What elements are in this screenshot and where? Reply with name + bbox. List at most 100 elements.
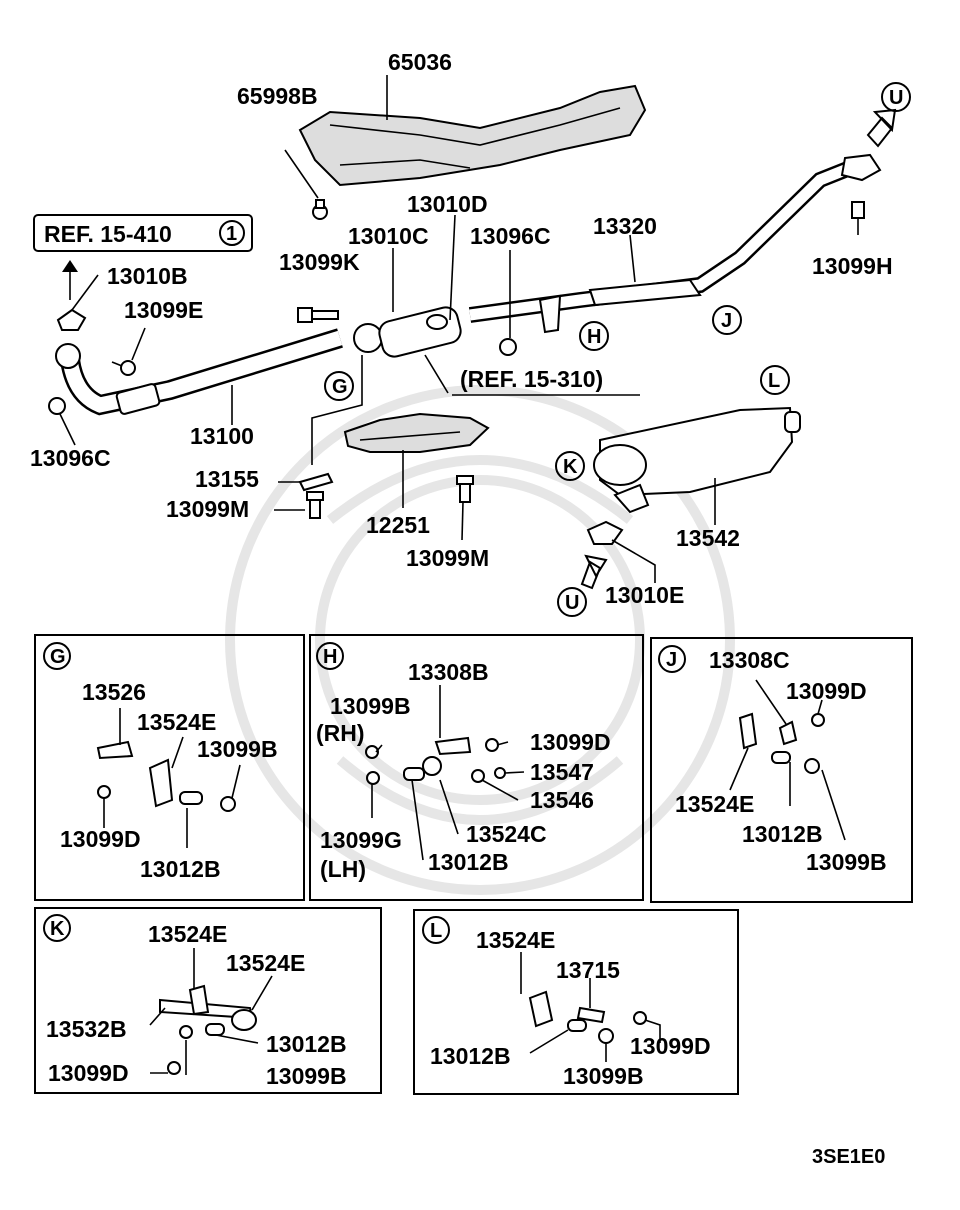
ref-15-310-text: (REF. 15-310) [460,366,603,392]
h-label-13524C: 13524C [466,821,547,847]
svg-text:L: L [430,920,442,942]
bolt-13099M-left [306,491,324,519]
detail-h-parts [365,685,525,861]
bolt-13099K [297,307,339,323]
k-label-13532B: 13532B [46,1016,127,1042]
svg-text:H: H [323,646,337,668]
label-13010B: 13010B [107,263,188,289]
gasket-13010B [56,308,87,331]
arrow-u-top [866,108,897,148]
label-65036: 65036 [388,49,452,75]
l-label-13099D: 13099D [630,1033,711,1059]
svg-text:K: K [563,456,578,478]
marker-l-box: L [422,916,450,944]
g-label-13099D: 13099D [60,826,141,852]
marker-u-top: U [881,82,911,112]
svg-text:H: H [587,326,601,348]
label-13320: 13320 [593,213,657,239]
bolt-13099M-mid [456,475,474,503]
nut-13096C-top [499,338,517,356]
marker-k-box: K [43,914,71,942]
label-13010D: 13010D [407,191,488,217]
label-13099K: 13099K [279,249,360,275]
bracket-13155 [298,472,334,492]
svg-text:G: G [50,646,66,668]
detail-box-j [650,637,913,903]
l-label-13099B: 13099B [563,1063,644,1089]
h-label-13547: 13547 [530,759,594,785]
marker-h-main: H [579,321,609,351]
marker-j-box: J [658,645,686,673]
bolt-65998B [312,199,328,220]
marker-g-box: G [43,642,71,670]
label-13099M-left: 13099M [166,496,249,522]
detail-l-parts [520,952,661,1062]
label-13099E: 13099E [124,297,203,323]
svg-text:J: J [666,649,677,671]
label-65998B: 65998B [237,83,318,109]
g-label-13526: 13526 [82,679,146,705]
g-label-13099B: 13099B [197,736,278,762]
h-label-13546: 13546 [530,787,594,813]
label-13096C-top: 13096C [470,223,551,249]
main-muffler [593,406,801,514]
j-label-13099B: 13099B [806,849,887,875]
marker-g-main: G [324,371,354,401]
l-label-13715: 13715 [556,957,620,983]
bolt-13099H [851,201,865,219]
heat-shield-upper [298,84,647,187]
j-label-13308C: 13308C [709,647,790,673]
h-label-rh: (RH) [316,720,365,746]
ref-15-410-text: REF. 15-410 [44,221,172,247]
label-13096C-left: 13096C [30,445,111,471]
j-label-13099D: 13099D [786,678,867,704]
k-label-13524E-a: 13524E [148,921,227,947]
h-label-13099D: 13099D [530,729,611,755]
j-label-13524E: 13524E [675,791,754,817]
detail-j-parts [729,679,846,841]
k-label-13099D: 13099D [48,1060,129,1086]
label-13155: 13155 [195,466,259,492]
ref-15-410-num: 1 [226,223,237,245]
svg-text:K: K [50,918,65,940]
gasket-13010E [586,520,624,545]
marker-u-bottom: U [557,587,587,617]
center-pipe [378,153,882,358]
marker-l-main: L [760,365,790,395]
g-label-13524E: 13524E [137,709,216,735]
label-13099H: 13099H [812,253,893,279]
arrow-ref-15-410 [62,260,78,300]
arrow-u-bottom [580,554,608,590]
l-label-13012B: 13012B [430,1043,511,1069]
h-label-13012B: 13012B [428,849,509,875]
label-13099M-mid: 13099M [406,545,489,571]
detail-box-l [413,909,739,1095]
k-label-13524E-b: 13524E [226,950,305,976]
detail-box-g [34,634,305,901]
label-13542: 13542 [676,525,740,551]
h-label-13308B: 13308B [408,659,489,685]
label-13010E: 13010E [605,582,684,608]
front-pipe [55,323,383,416]
nut-13096C-left [48,397,66,415]
ref-15-310: (REF. 15-310) [452,366,640,396]
label-12251: 12251 [366,512,430,538]
marker-h-box: H [316,642,344,670]
ref-15-410: REF. 15-410 1 [33,214,253,252]
marker-k-main: K [555,451,585,481]
bolt-13099E [111,360,136,376]
g-label-13012B: 13012B [140,856,221,882]
svg-text:U: U [889,87,903,109]
k-label-13012B: 13012B [266,1031,347,1057]
heat-shield-lower [343,412,490,453]
k-label-13099B: 13099B [266,1063,347,1089]
detail-box-h [309,634,644,901]
leader-lines [59,75,859,583]
marker-j-main: J [712,305,742,335]
h-label-lh: (LH) [320,856,366,882]
diagram-code: 3SE1E0 [812,1146,885,1168]
svg-text:L: L [768,370,780,392]
label-13010C: 13010C [348,223,429,249]
detail-k-parts [149,948,273,1075]
